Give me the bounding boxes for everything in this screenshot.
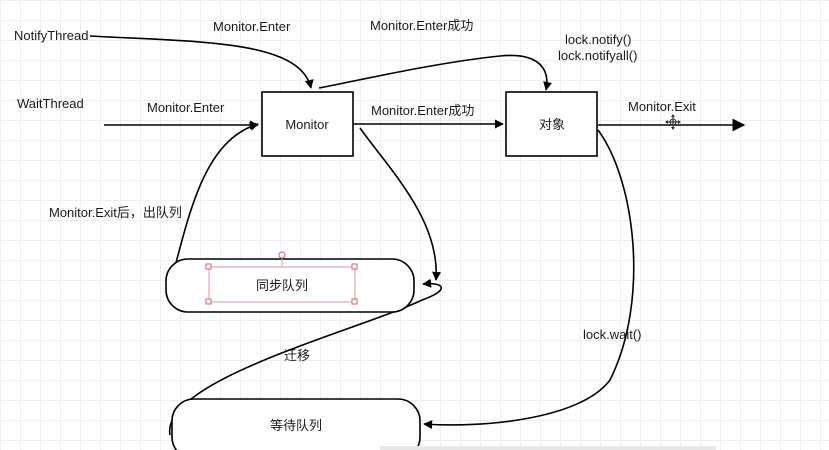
edge-object-to-wait-queue[interactable] [423, 129, 635, 430]
mid-enter-success-label: Monitor.Enter成功 [371, 103, 474, 118]
lock-notifyall-label: lock.notifyall() [558, 48, 637, 63]
exit-dequeue-label: Monitor.Exit后，出队列 [49, 205, 182, 220]
resize-handle-ne[interactable] [351, 263, 358, 270]
resize-handle-sw[interactable] [205, 298, 212, 305]
wait-thread-label: WaitThread [17, 96, 84, 111]
object-label: 对象 [539, 117, 565, 132]
object-node[interactable]: 对象 [505, 91, 598, 157]
top-enter-success-label: Monitor.Enter成功 [370, 18, 473, 33]
lock-notify-label: lock.notify() [565, 32, 631, 47]
rotate-handle[interactable] [278, 251, 286, 259]
lock-wait-label: lock.wait() [583, 327, 642, 342]
edge-monitor-to-object-top[interactable] [318, 54, 552, 91]
wait-queue-node[interactable]: 等待队列 [171, 398, 421, 450]
sync-queue-label: 同步队列 [256, 278, 308, 293]
wait-enter-label: Monitor.Enter [147, 100, 225, 115]
edge-monitor-to-sync-queue[interactable] [359, 127, 442, 281]
monitor-exit-label: Monitor.Exit [628, 99, 696, 114]
move-cursor-icon [665, 114, 681, 130]
resize-handle-nw[interactable] [205, 263, 212, 270]
monitor-node[interactable]: Monitor [261, 91, 354, 157]
notify-enter-label: Monitor.Enter [213, 19, 291, 34]
resize-handle-se[interactable] [351, 298, 358, 305]
monitor-label: Monitor [285, 117, 329, 132]
selection-frame[interactable] [205, 251, 358, 305]
notify-thread-label: NotifyThread [14, 28, 88, 43]
edge-sync-queue-to-monitor[interactable] [171, 122, 259, 279]
migrate-label: 迁移 [284, 348, 310, 363]
wait-queue-label: 等待队列 [270, 418, 322, 433]
horizontal-scrollbar[interactable] [380, 446, 716, 450]
edge-notify-to-monitor[interactable] [89, 35, 314, 89]
